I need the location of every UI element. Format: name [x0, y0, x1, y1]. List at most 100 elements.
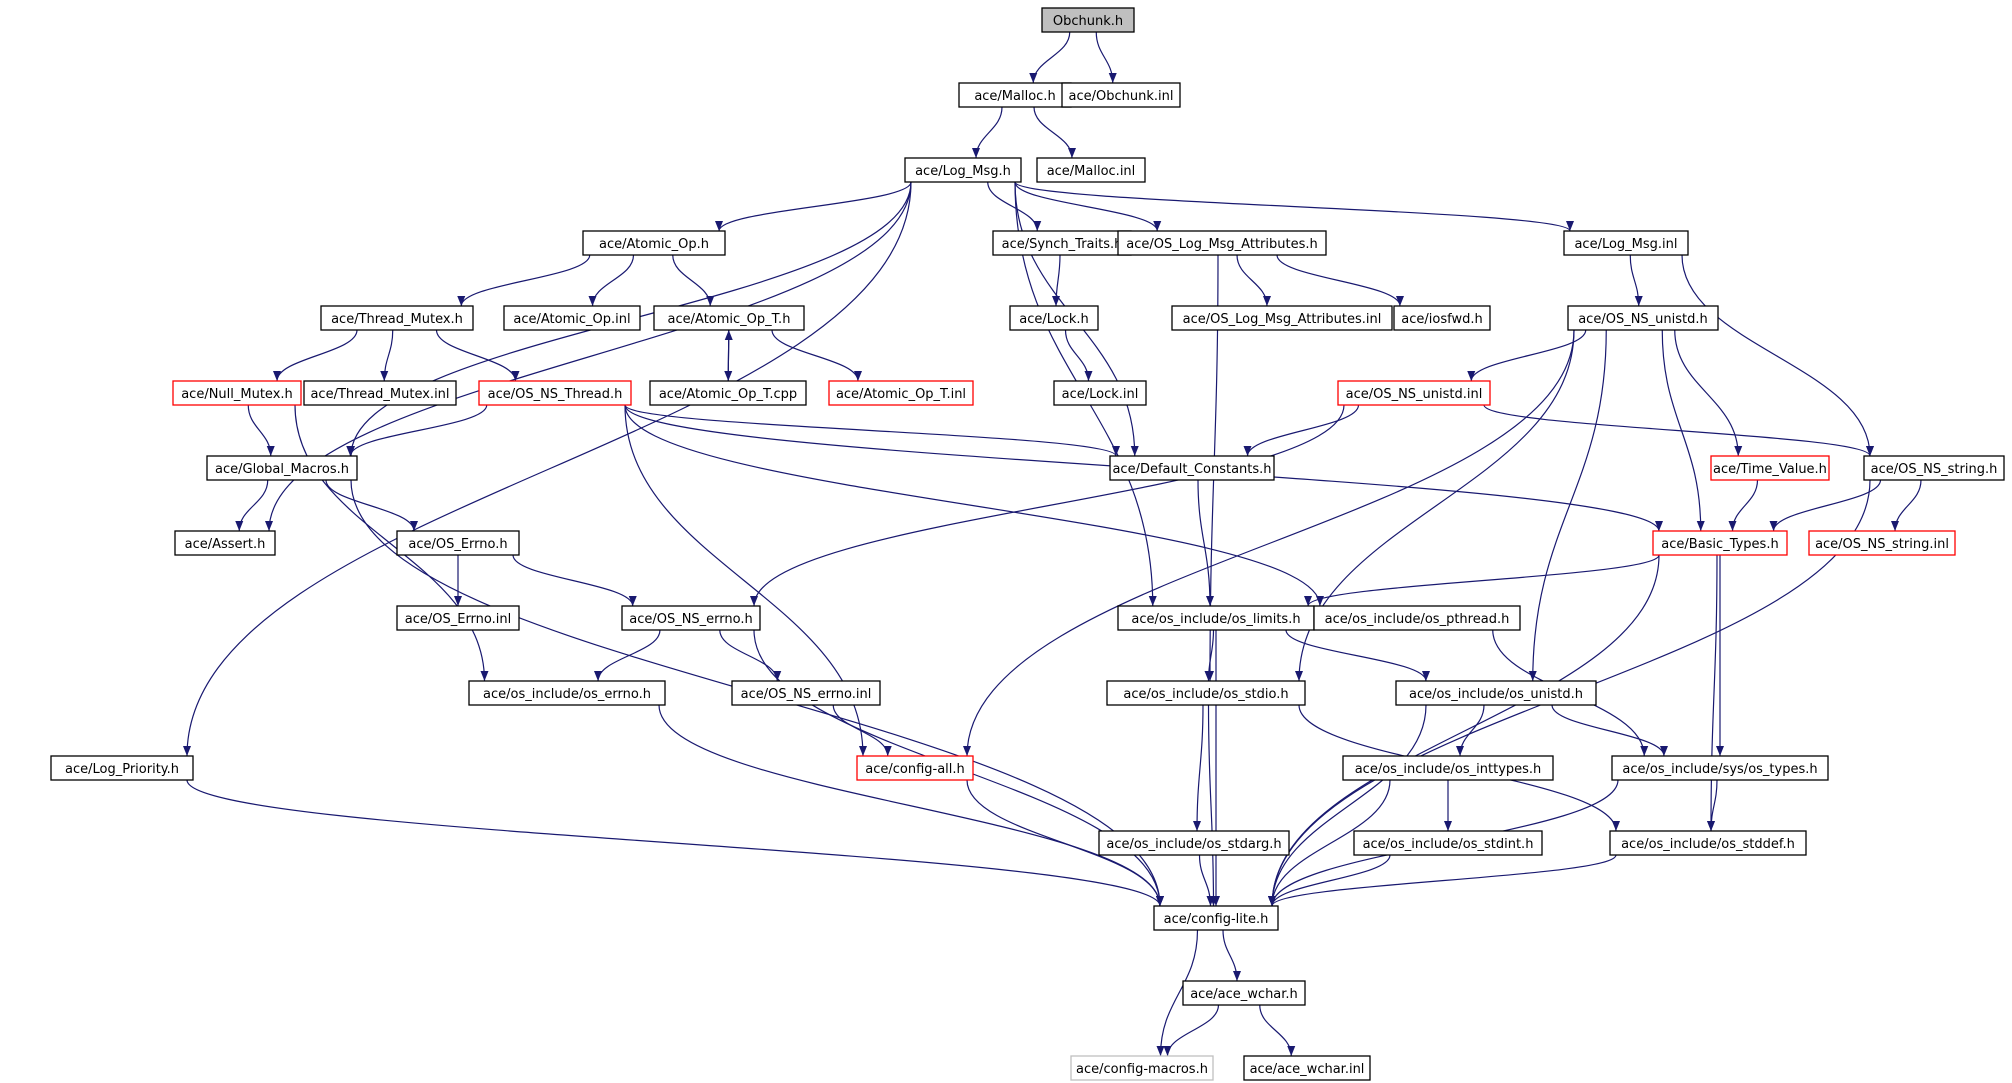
edge-os-inttypes-h-to-config-lite-h	[1268, 779, 1391, 907]
node-os-errno-inc-h[interactable]: ace/os_include/os_errno.h	[468, 680, 666, 706]
edge-config-lite-h-to-config-macros-h	[1156, 929, 1199, 1057]
node-box	[1863, 455, 2005, 481]
node-basic-types-h[interactable]: ace/Basic_Types.h	[1652, 530, 1788, 556]
node-label: ace/Global_Macros.h	[215, 462, 349, 477]
node-box	[1609, 830, 1807, 856]
node-label: ace/Basic_Types.h	[1661, 537, 1778, 552]
node-os-types-h[interactable]: ace/os_include/sys/os_types.h	[1611, 755, 1829, 781]
node-label: ace/Atomic_Op_T.inl	[836, 387, 966, 402]
node-label: ace/os_include/os_errno.h	[483, 687, 651, 702]
edge-obchunk-h-to-obchunk-inl	[1095, 31, 1117, 84]
node-label: ace/OS_NS_errno.h	[629, 612, 753, 627]
node-atomic-op-t-inl[interactable]: ace/Atomic_Op_T.inl	[828, 380, 974, 406]
node-os-pthread-h[interactable]: ace/os_include/os_pthread.h	[1313, 605, 1521, 631]
node-ace-wchar-h[interactable]: ace/ace_wchar.h	[1182, 980, 1306, 1006]
node-box	[1098, 830, 1290, 856]
node-malloc-inl[interactable]: ace/Malloc.inl	[1036, 157, 1146, 183]
edge-null-mutex-h-to-os-errno-inc-h	[294, 404, 489, 682]
edge-thread-mutex-h-to-null-mutex-h	[273, 329, 358, 382]
node-log-msg-inl[interactable]: ace/Log_Msg.inl	[1563, 230, 1689, 256]
node-label: ace/Thread_Mutex.inl	[310, 387, 449, 402]
edge-atomic-op-t-h-to-atomic-op-t-inl	[771, 329, 862, 382]
node-os-errno-h[interactable]: ace/OS_Errno.h	[396, 530, 520, 556]
node-os-ns-unistd-inl[interactable]: ace/OS_NS_unistd.inl	[1337, 380, 1491, 406]
node-os-unistd-inc-h[interactable]: ace/os_include/os_unistd.h	[1395, 680, 1597, 706]
node-malloc-h[interactable]: ace/Malloc.h	[958, 82, 1072, 108]
node-box	[1009, 305, 1099, 331]
node-box	[1710, 455, 1830, 481]
node-os-ns-errno-h[interactable]: ace/OS_NS_errno.h	[621, 605, 761, 631]
node-os-errno-inl[interactable]: ace/OS_Errno.inl	[396, 605, 520, 631]
node-obchunk-inl[interactable]: ace/Obchunk.inl	[1061, 82, 1181, 108]
node-box	[1106, 680, 1306, 706]
edge-synch-traits-h-to-lock-h	[1052, 254, 1061, 307]
node-atomic-op-t-h[interactable]: ace/Atomic_Op_T.h	[653, 305, 805, 331]
node-global-macros-h[interactable]: ace/Global_Macros.h	[206, 455, 358, 481]
edge-os-ns-string-h-to-os-ns-string-inl	[1891, 479, 1922, 532]
node-label: ace/os_include/os_stdarg.h	[1106, 837, 1281, 852]
node-default-constants-h[interactable]: ace/Default_Constants.h	[1109, 455, 1275, 481]
node-label: ace/os_include/os_inttypes.h	[1355, 762, 1542, 777]
node-time-value-h[interactable]: ace/Time_Value.h	[1710, 455, 1830, 481]
node-label: ace/iosfwd.h	[1401, 312, 1482, 327]
node-box	[992, 230, 1132, 256]
node-config-all-h[interactable]: ace/config-all.h	[856, 755, 974, 781]
node-atomic-op-t-cpp[interactable]: ace/Atomic_Op_T.cpp	[649, 380, 807, 406]
edge-os-errno-h-to-os-ns-errno-h	[512, 554, 637, 607]
node-iosfwd-h[interactable]: ace/iosfwd.h	[1393, 305, 1491, 331]
node-lock-inl[interactable]: ace/Lock.inl	[1053, 380, 1147, 406]
edge-os-ns-errno-h-to-os-errno-inc-h	[594, 629, 661, 682]
node-os-stdio-h[interactable]: ace/os_include/os_stdio.h	[1106, 680, 1306, 706]
node-os-ns-errno-inl[interactable]: ace/OS_NS_errno.inl	[731, 680, 881, 706]
node-label: ace/Lock.h	[1019, 312, 1089, 327]
edge-os-ns-unistd-h-to-time-value-h	[1674, 329, 1743, 457]
node-label: ace/os_include/os_stddef.h	[1621, 837, 1795, 852]
edge-default-constants-h-to-os-limits-h	[1197, 479, 1214, 607]
node-atomic-op-inl[interactable]: ace/Atomic_Op.inl	[503, 305, 641, 331]
node-os-log-msg-attr-inl[interactable]: ace/OS_Log_Msg_Attributes.inl	[1171, 305, 1393, 331]
node-null-mutex-h[interactable]: ace/Null_Mutex.h	[172, 380, 302, 406]
node-label: ace/ace_wchar.h	[1190, 987, 1298, 1002]
node-label: ace/Atomic_Op_T.cpp	[659, 387, 797, 402]
edge-basic-types-h-to-os-limits-h	[1304, 554, 1660, 607]
edge-atomic-op-h-to-atomic-op-t-h	[672, 254, 715, 307]
node-config-lite-h[interactable]: ace/config-lite.h	[1153, 905, 1279, 931]
node-label: ace/OS_Log_Msg_Attributes.h	[1126, 237, 1317, 252]
node-atomic-op-h[interactable]: ace/Atomic_Op.h	[582, 230, 726, 256]
node-box	[1393, 305, 1491, 331]
edge-log-msg-h-to-atomic-op-h	[715, 181, 912, 232]
edge-basic-types-h-to-config-lite-h	[1268, 554, 1660, 907]
node-os-limits-h[interactable]: ace/os_include/os_limits.h	[1117, 605, 1315, 631]
node-box	[1182, 980, 1306, 1006]
edge-log-msg-h-to-log-msg-inl	[1014, 181, 1574, 232]
node-os-inttypes-h[interactable]: ace/os_include/os_inttypes.h	[1342, 755, 1554, 781]
node-os-ns-unistd-h[interactable]: ace/OS_NS_unistd.h	[1567, 305, 1719, 331]
node-label: ace/Lock.inl	[1062, 387, 1139, 402]
node-label: ace/Default_Constants.h	[1112, 462, 1271, 477]
node-label: Obchunk.h	[1053, 14, 1123, 29]
node-log-msg-h[interactable]: ace/Log_Msg.h	[904, 157, 1022, 183]
node-os-ns-thread-h[interactable]: ace/OS_NS_Thread.h	[478, 380, 632, 406]
node-label: ace/os_include/os_unistd.h	[1409, 687, 1583, 702]
node-label: ace/Log_Msg.h	[915, 164, 1011, 179]
node-os-stddef-h[interactable]: ace/os_include/os_stddef.h	[1609, 830, 1807, 856]
edge-ace-wchar-h-to-config-macros-h	[1163, 1004, 1220, 1057]
node-assert-h[interactable]: ace/Assert.h	[174, 530, 276, 556]
node-config-macros-h[interactable]: ace/config-macros.h	[1070, 1055, 1214, 1081]
node-os-stdarg-h[interactable]: ace/os_include/os_stdarg.h	[1098, 830, 1290, 856]
node-log-priority-h[interactable]: ace/Log_Priority.h	[50, 755, 194, 781]
node-thread-mutex-h[interactable]: ace/Thread_Mutex.h	[320, 305, 474, 331]
node-synch-traits-h[interactable]: ace/Synch_Traits.h	[992, 230, 1132, 256]
node-os-ns-string-inl[interactable]: ace/OS_NS_string.inl	[1808, 530, 1956, 556]
node-os-ns-string-h[interactable]: ace/OS_NS_string.h	[1863, 455, 2005, 481]
edge-malloc-h-to-malloc-inl	[1033, 106, 1076, 159]
node-os-log-msg-attr-h[interactable]: ace/OS_Log_Msg_Attributes.h	[1117, 230, 1327, 256]
node-os-stdint-h[interactable]: ace/os_include/os_stdint.h	[1353, 830, 1543, 856]
node-thread-mutex-inl[interactable]: ace/Thread_Mutex.inl	[303, 380, 457, 406]
node-lock-h[interactable]: ace/Lock.h	[1009, 305, 1099, 331]
node-ace-wchar-inl[interactable]: ace/ace_wchar.inl	[1243, 1055, 1371, 1081]
node-box	[1171, 305, 1393, 331]
node-box	[1117, 605, 1315, 631]
edge-os-ns-unistd-h-to-os-ns-unistd-inl	[1467, 329, 1587, 382]
